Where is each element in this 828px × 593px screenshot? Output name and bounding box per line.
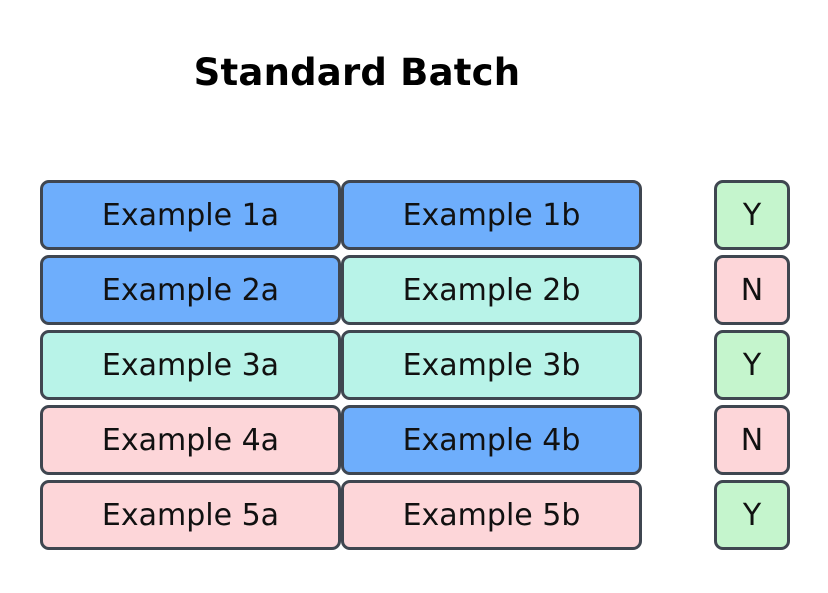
result-cell-5: Y [714, 480, 790, 550]
example-cell-4a: Example 4a [40, 405, 341, 475]
example-cell-5a: Example 5a [40, 480, 341, 550]
example-cell-2a: Example 2a [40, 255, 341, 325]
diagram-title: Standard Batch [193, 51, 521, 94]
result-cell-4: N [714, 405, 790, 475]
example-cell-3b: Example 3b [341, 330, 642, 400]
example-cell-1a: Example 1a [40, 180, 341, 250]
result-cell-2: N [714, 255, 790, 325]
example-cell-5b: Example 5b [341, 480, 642, 550]
example-cell-2b: Example 2b [341, 255, 642, 325]
example-cell-4b: Example 4b [341, 405, 642, 475]
example-cell-3a: Example 3a [40, 330, 341, 400]
result-cell-3: Y [714, 330, 790, 400]
result-cell-1: Y [714, 180, 790, 250]
example-cell-1b: Example 1b [341, 180, 642, 250]
